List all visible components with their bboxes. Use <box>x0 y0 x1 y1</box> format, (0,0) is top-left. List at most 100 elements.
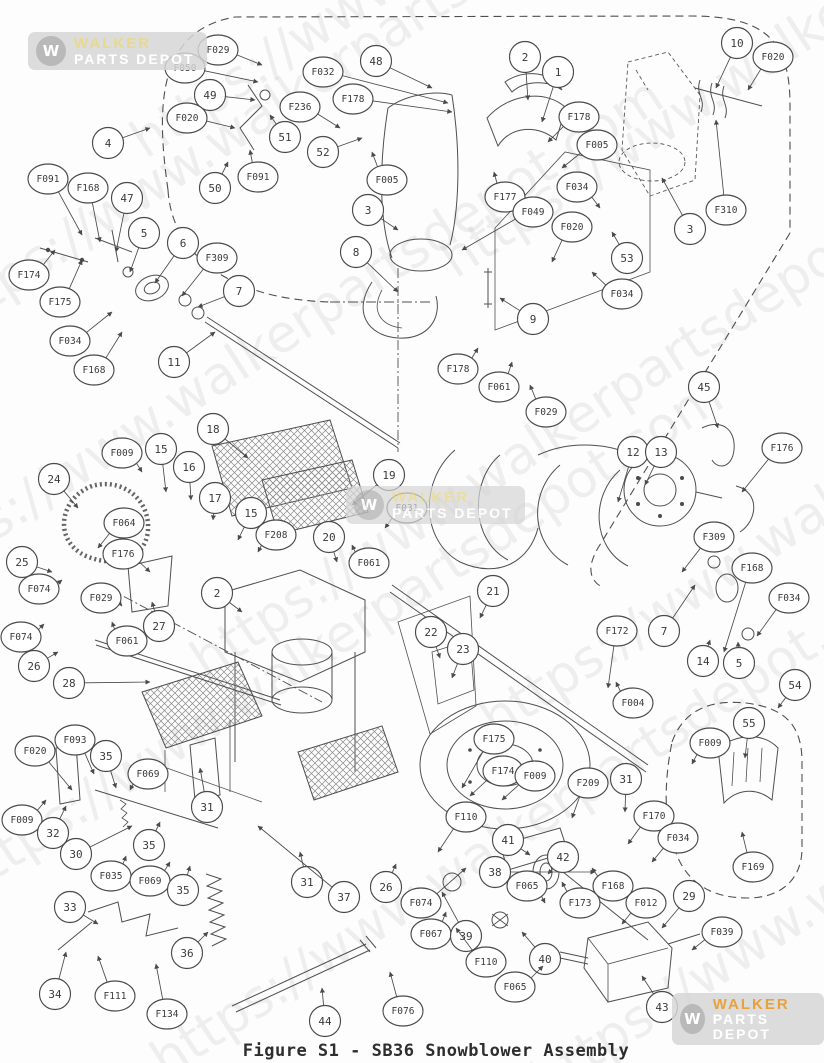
callout-41: 41 <box>491 823 531 857</box>
svg-text:F069: F069 <box>137 769 160 780</box>
svg-text:F020: F020 <box>24 746 47 757</box>
callout-5: 5 <box>127 216 161 273</box>
figure-caption: Figure S1 - SB36 Snowblower Assembly <box>242 1041 630 1061</box>
callout-f034: F034 <box>651 822 699 863</box>
svg-text:24: 24 <box>47 473 61 486</box>
callout-32: 32 <box>36 805 70 850</box>
drive-chain <box>61 481 173 613</box>
svg-text:26: 26 <box>379 881 392 894</box>
callout-f110: F110 <box>437 801 487 853</box>
callout-3: 3 <box>661 177 707 246</box>
svg-text:F178: F178 <box>447 364 470 375</box>
callout-44: 44 <box>308 987 342 1038</box>
svg-text:F175: F175 <box>49 297 72 308</box>
callout-f065: F065 <box>494 965 544 1003</box>
svg-text:F009: F009 <box>699 738 722 749</box>
svg-text:35: 35 <box>176 884 189 897</box>
callout-11: 11 <box>157 331 216 379</box>
callout-3: 3 <box>351 193 399 231</box>
watermark-logo-bottom-right: W WALKER PARTS DEPOT <box>672 993 824 1045</box>
svg-text:F069: F069 <box>139 876 162 887</box>
svg-text:F168: F168 <box>77 183 100 194</box>
svg-text:5: 5 <box>141 227 148 240</box>
callout-47: 47 <box>110 181 144 253</box>
callout-45: 45 <box>687 370 721 429</box>
callout-7: 7 <box>197 274 256 308</box>
svg-text:10: 10 <box>730 37 743 50</box>
sprocket-and-shaft <box>122 266 492 449</box>
svg-text:54: 54 <box>788 679 802 692</box>
svg-text:16: 16 <box>182 461 195 474</box>
callout-f012: F012 <box>621 887 667 925</box>
svg-text:F074: F074 <box>10 632 33 643</box>
svg-text:3: 3 <box>687 223 694 236</box>
callout-21: 21 <box>476 574 510 619</box>
skid-plate <box>717 736 779 805</box>
callout-34: 34 <box>38 951 72 1011</box>
svg-text:21: 21 <box>486 585 499 598</box>
svg-text:2: 2 <box>214 587 221 600</box>
callout-40: 40 <box>521 931 562 976</box>
callout-29: 29 <box>661 879 706 929</box>
svg-text:F169: F169 <box>742 862 765 873</box>
svg-text:55: 55 <box>742 717 755 730</box>
callout-f178: F178 <box>332 83 453 115</box>
svg-text:F310: F310 <box>715 205 738 216</box>
svg-text:43: 43 <box>655 1001 668 1014</box>
callout-6: 6 <box>154 226 200 284</box>
callout-f005: F005 <box>366 151 408 196</box>
callout-f061: F061 <box>478 361 520 403</box>
svg-text:F061: F061 <box>488 382 511 393</box>
brand-name: WALKER <box>392 489 469 507</box>
brand-name: WALKER <box>74 35 151 53</box>
callout-35: 35 <box>166 865 200 907</box>
svg-text:53: 53 <box>620 252 633 265</box>
callout-f174: F174 <box>8 249 56 291</box>
svg-text:48: 48 <box>369 55 382 68</box>
svg-text:F029: F029 <box>207 45 230 56</box>
svg-text:6: 6 <box>180 237 187 250</box>
callout-f172: F172 <box>596 615 638 689</box>
svg-text:25: 25 <box>15 556 28 569</box>
callout-f176: F176 <box>741 432 803 493</box>
callout-f004: F004 <box>612 681 654 719</box>
callout-f168: F168 <box>722 552 773 653</box>
svg-text:9: 9 <box>530 313 537 326</box>
callout-f034: F034 <box>556 171 601 209</box>
svg-text:F168: F168 <box>602 881 625 892</box>
svg-text:40: 40 <box>538 953 551 966</box>
svg-text:41: 41 <box>501 834 514 847</box>
svg-text:5: 5 <box>736 657 743 670</box>
svg-text:F064: F064 <box>113 518 136 529</box>
svg-text:17: 17 <box>208 492 221 505</box>
callout-f009: F009 <box>101 437 143 473</box>
callout-f034: F034 <box>756 582 810 637</box>
svg-text:14: 14 <box>696 655 710 668</box>
svg-text:F029: F029 <box>90 593 113 604</box>
svg-text:F029: F029 <box>535 407 558 418</box>
svg-text:1: 1 <box>555 66 562 79</box>
callout-f029: F029 <box>525 384 567 428</box>
callout-33: 33 <box>53 890 99 925</box>
lower-left-hardware <box>55 737 228 951</box>
callout-53: 53 <box>610 231 644 275</box>
svg-text:F178: F178 <box>342 94 365 105</box>
svg-text:15: 15 <box>154 443 167 456</box>
callout-f309: F309 <box>181 242 238 297</box>
callout-f009: F009 <box>501 760 556 801</box>
callout-f209: F209 <box>567 767 609 819</box>
callout-31: 31 <box>190 767 224 824</box>
callout-f178: F178 <box>547 101 600 143</box>
svg-text:42: 42 <box>556 851 569 864</box>
callout-f039: F039 <box>691 916 743 951</box>
svg-text:F091: F091 <box>247 172 270 183</box>
svg-text:F168: F168 <box>83 365 106 376</box>
callout-36: 36 <box>170 931 209 970</box>
callout-f009: F009 <box>1 799 47 836</box>
svg-text:F034: F034 <box>667 833 690 844</box>
svg-text:3: 3 <box>365 204 372 217</box>
callout-f074: F074 <box>0 621 45 653</box>
callout-55: 55 <box>732 706 766 759</box>
svg-text:28: 28 <box>62 677 75 690</box>
callout-f208: F208 <box>255 519 297 553</box>
